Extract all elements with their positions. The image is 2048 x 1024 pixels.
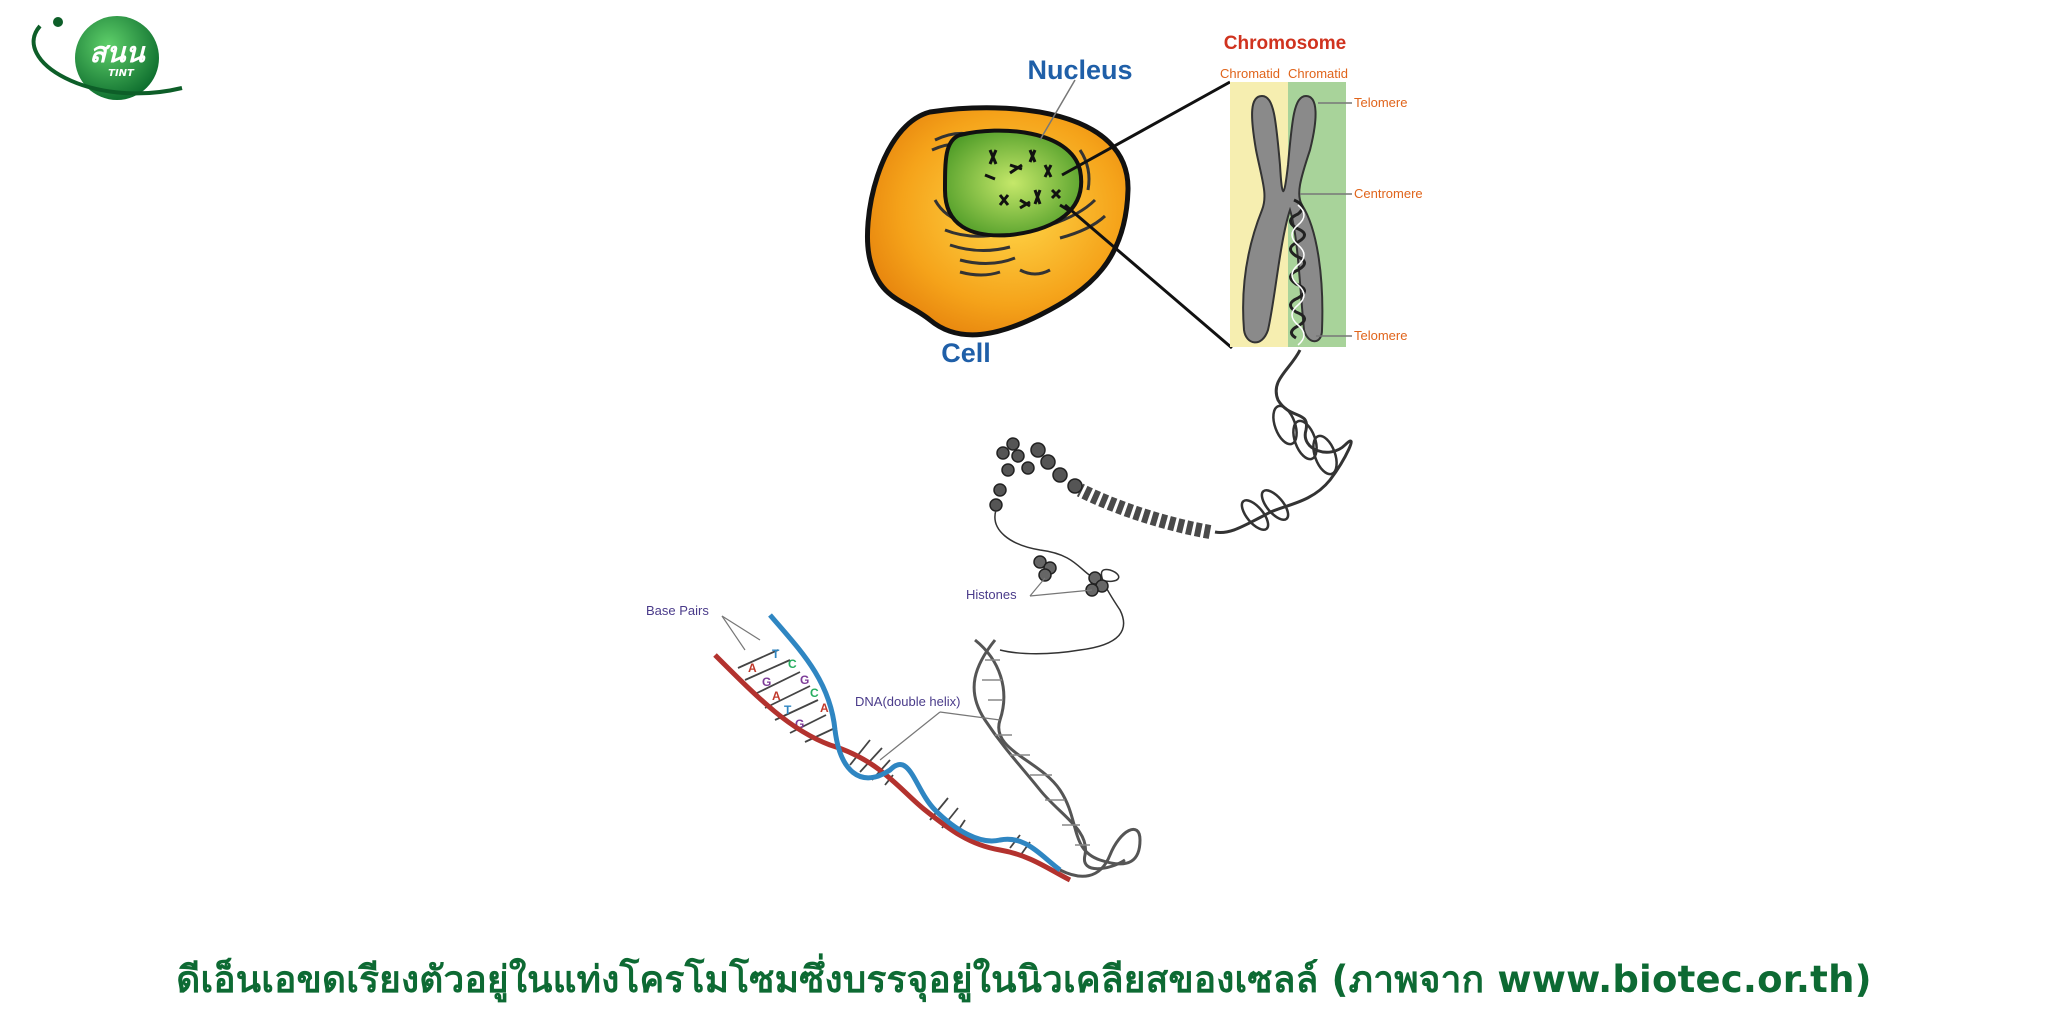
dna-label: DNA(double helix) xyxy=(855,694,961,709)
chromatid-left-label: Chromatid xyxy=(1220,66,1280,81)
gray-rungs xyxy=(982,659,1090,846)
centromere-label: Centromere xyxy=(1354,186,1423,201)
logo: สนน TINT xyxy=(31,16,183,100)
zoom-line-bottom xyxy=(1064,203,1233,350)
logo-globe-icon xyxy=(75,16,159,100)
base-letter: A xyxy=(772,689,781,703)
base-letter: G xyxy=(762,675,771,689)
base-letter: G xyxy=(800,673,809,687)
telomere-bottom-label: Telomere xyxy=(1354,328,1407,343)
nucleus-chromosomes xyxy=(984,149,1069,212)
chromosome-shape xyxy=(1242,94,1324,344)
base-letters: A T G C A G T C G A xyxy=(748,647,829,731)
logo-word: สนน xyxy=(89,36,146,69)
cell-label: Cell xyxy=(941,338,991,368)
base-pairs-label: Base Pairs xyxy=(646,603,709,618)
chromatin-coil xyxy=(1289,198,1306,340)
base-letter: T xyxy=(784,703,792,717)
logo-dot-icon xyxy=(53,17,63,27)
beads-on-string xyxy=(994,509,1125,655)
nucleus-label: Nucleus xyxy=(1027,55,1132,85)
chromatid-right-label: Chromatid xyxy=(1288,66,1348,81)
dna-leader-1 xyxy=(879,711,941,761)
telomere-top-label: Telomere xyxy=(1354,95,1407,110)
figure-caption: ดีเอ็นเอขดเรียงตัวอยู่ในแท่งโครโมโซมซึ่ง… xyxy=(176,958,1872,1001)
nucleus-leader xyxy=(1039,79,1076,141)
red-strand xyxy=(713,653,1072,883)
colored-rungs xyxy=(737,649,1031,857)
organelles xyxy=(931,131,1107,277)
gray-strand-b xyxy=(972,639,1126,871)
nucleosome-beads xyxy=(989,437,1083,512)
logo-sub: TINT xyxy=(108,68,135,79)
base-letter: T xyxy=(772,647,780,661)
logo-orbit-icon xyxy=(31,24,183,96)
dna-leader-2 xyxy=(939,711,1001,721)
gray-strand-a xyxy=(974,638,1142,878)
base-pairs-leader-1 xyxy=(721,615,746,651)
histones-leader-2 xyxy=(1029,589,1093,597)
base-pairs-leader-2 xyxy=(721,615,761,641)
chromosome-label: Chromosome xyxy=(1224,33,1346,54)
coil-loops xyxy=(1240,404,1338,531)
chromosome-panel: Chromosome Chromatid Chromatid Telomere … xyxy=(1220,33,1423,347)
base-letter: A xyxy=(748,661,757,675)
zoom-line-top xyxy=(1061,80,1231,177)
solenoid xyxy=(1076,483,1212,539)
colored-dna-helix: A T G C A G T C G A xyxy=(713,613,1072,883)
nucleus-body xyxy=(942,128,1084,238)
cell: Nucleus Cell xyxy=(865,55,1233,368)
histones-label: Histones xyxy=(966,587,1017,602)
base-letter: G xyxy=(795,717,804,731)
histones-leader-1 xyxy=(1029,577,1046,597)
chromatin-fiber xyxy=(989,349,1353,655)
base-letter: C xyxy=(788,657,797,671)
histone-clusters xyxy=(1033,555,1109,597)
gray-dna-helix xyxy=(972,638,1142,878)
blue-strand xyxy=(768,613,1062,872)
base-letter: C xyxy=(810,686,819,700)
base-letter: A xyxy=(820,701,829,715)
